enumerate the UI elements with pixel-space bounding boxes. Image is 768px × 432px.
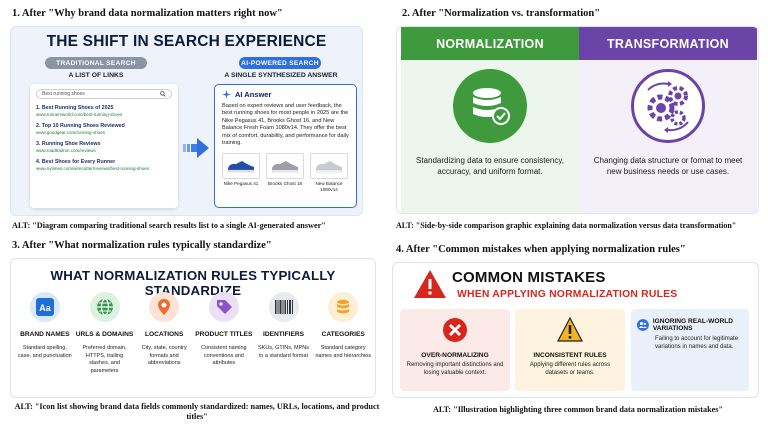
shoe-icon [271,161,299,173]
result-url: www.nytimes.com/wirecutter/reviews/best-… [36,166,150,171]
rule-description: Consistent naming conventions and attrib… [201,345,247,367]
result-title: 4. Best Shoes for Every Runner [36,159,116,165]
shoe-card: Nike Pegasus 41 [222,153,260,192]
caution-icon [557,316,583,342]
search-experience-diagram: THE SHIFT IN SEARCH EXPERIENCE TRADITION… [10,26,363,216]
rule-name: PRODUCT TITLES [195,331,253,338]
shoe-card: Brooks Ghost 16 [266,153,304,192]
search-results-list: Best running shoes 1. Best Running Shoes… [30,84,178,208]
mistakes-title: COMMON MISTAKES [452,269,606,286]
result-title: 1. Best Running Shoes of 2025 [36,105,114,111]
normalization-rules-graphic: WHAT NORMALIZATION RULES TYPICALLY STAND… [10,258,376,398]
ai-search-pill: AI-POWERED SEARCH [239,57,321,69]
globe-icon [89,292,120,322]
transformation-description: Changing data structure or format to mee… [593,156,743,176]
section-3-heading: 3. After "What normalization rules typic… [12,240,272,251]
search-result: 3. Running Shoe Reviews www.roadtrailrun… [36,141,172,153]
result-url: www.runnersworld.com/best-running-shoes [36,112,123,117]
diagram-title: THE SHIFT IN SEARCH EXPERIENCE [46,33,327,50]
transformation-column: TRANSFORMATION Changing data structure o… [579,27,757,213]
error-x-icon [443,318,467,342]
mistake-description: Removing important distinctions and losi… [406,362,504,376]
normalization-vs-transformation: NORMALIZATION Standardizing data to ensu… [396,26,759,214]
rule-name: IDENTIFIERS [263,331,305,338]
rule-description: Standard spelling, case, and punctuation [17,345,72,359]
arrow-right-icon [183,138,209,158]
mistakes-subtitle: WHEN APPLYING NORMALIZATION RULES [457,289,678,300]
search-query: Best running shoes [42,91,85,97]
rule-item-urls-domains: URLS & DOMAINS Preferred domain, HTTPS, … [75,292,135,375]
mistake-name: IGNORING REAL-WORLD VARIATIONS [652,318,734,332]
section-2-heading: 2. After "Normalization vs. transformati… [402,8,601,19]
rule-item-locations: LOCATIONS City, state, country formats a… [134,292,194,375]
section-3-alt: ALT: "Icon list showing brand data field… [14,402,380,421]
users-icon [637,319,649,331]
map-pin-icon [149,292,180,322]
rule-name: BRAND NAMES [20,331,70,338]
common-mistakes-graphic: COMMON MISTAKES WHEN APPLYING NORMALIZAT… [392,262,759,398]
rule-name: URLS & DOMAINS [75,331,134,338]
shoe-name: New Balance 1080v14 [315,181,343,193]
mistake-card: IGNORING REAL-WORLD VARIATIONS Failing t… [631,309,749,391]
rule-description: SKUs, GTINs, MPNs in a standard format [258,345,310,359]
result-url: www.goodgear.com/running-shoes [36,130,106,135]
mistake-card: OVER-NORMALIZING Removing important dist… [400,309,510,391]
mistake-description: Failing to account for legitimate variat… [655,336,739,350]
ai-answer-card: AI Answer Based on expert reviews and us… [214,84,357,208]
text-icon: Aa [29,292,60,322]
shoe-icon [315,161,343,173]
rule-item-categories: CATEGORIES Standard category names and h… [313,292,373,375]
ai-subtitle: A SINGLE SYNTHESIZED ANSWER [224,72,338,79]
result-title: 3. Running Shoe Reviews [36,141,101,147]
shoe-name: Nike Pegasus 41 [223,181,259,187]
rule-name: LOCATIONS [145,331,184,338]
rule-item-brand-names: Aa BRAND NAMES Standard spelling, case, … [15,292,75,375]
section-1-alt: ALT: "Diagram comparing traditional sear… [12,221,326,230]
normalization-description: Standardizing data to ensure consistency… [416,156,564,176]
rule-description: City, state, country formats and abbrevi… [141,345,187,367]
section-4-alt: ALT: "Illustration highlighting three co… [432,405,724,414]
tag-icon [208,292,239,322]
warning-icon [414,270,446,298]
mistake-description: Applying different rules across datasets… [529,362,611,376]
result-url: www.roadtrailrun.com/reviews [36,148,96,153]
traditional-search-pill: TRADITIONAL SEARCH [45,57,147,69]
transformation-title: TRANSFORMATION [579,27,757,60]
rule-name: CATEGORIES [321,331,365,338]
section-2-alt: ALT: "Side-by-side comparison graphic ex… [396,221,737,230]
search-result: 2. Top 10 Running Shoes Reviewed www.goo… [36,123,172,135]
ai-answer-text: Based on expert reviews and user feedbac… [222,103,349,147]
shoe-icon [227,161,255,173]
search-result: 4. Best Shoes for Every Runner www.nytim… [36,159,172,171]
traditional-subtitle: A LIST OF LINKS [68,72,124,79]
normalization-column: NORMALIZATION Standardizing data to ensu… [401,27,579,213]
mistake-name: INCONSISTENT RULES [533,352,607,359]
rule-item-product-titles: PRODUCT TITLES Consistent naming convent… [194,292,254,375]
shoe-card: New Balance 1080v14 [310,153,348,192]
section-1-heading: 1. After "Why brand data normalization m… [12,8,283,19]
normalization-title: NORMALIZATION [401,27,579,60]
mistake-name: OVER-NORMALIZING [421,352,489,359]
search-icon [160,91,166,97]
search-box: Best running shoes [36,89,172,99]
result-title: 2. Top 10 Running Shoes Reviewed [36,123,125,129]
search-result: 1. Best Running Shoes of 2025 www.runner… [36,105,172,117]
section-4-heading: 4. After "Common mistakes when applying … [396,244,686,255]
sparkle-icon [222,90,231,99]
rule-item-identifiers: IDENTIFIERS SKUs, GTINs, MPNs in a stand… [254,292,314,375]
shoe-name: Brooks Ghost 16 [267,181,303,187]
barcode-icon [268,292,299,322]
ai-answer-title: AI Answer [235,90,272,99]
rule-description: Preferred domain, HTTPS, trailing slashe… [82,345,127,374]
rule-description: Standard category names and hierarchies [315,345,372,359]
gears-icon [631,69,705,143]
database-check-icon [453,69,527,143]
svg-text:Aa: Aa [39,303,51,313]
mistake-card: INCONSISTENT RULES Applying different ru… [515,309,625,391]
database-icon [328,292,359,322]
